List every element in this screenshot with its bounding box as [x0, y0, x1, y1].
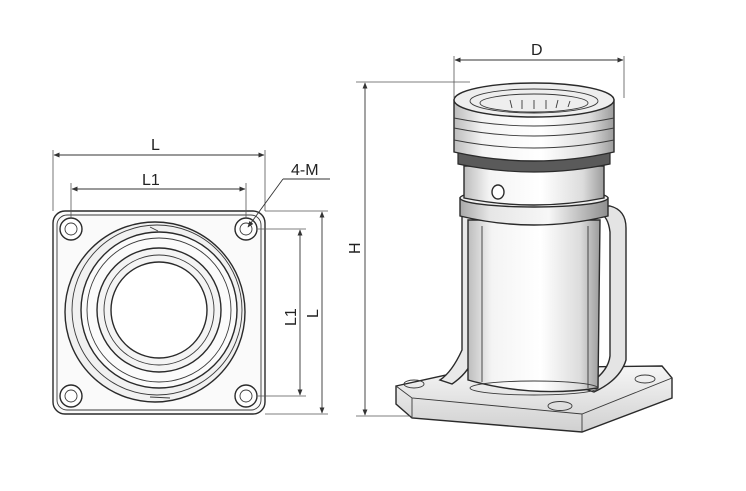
side-view: D H [347, 42, 673, 433]
dim-front-L1-side: L1 [258, 228, 306, 397]
dim-label-L1-top: L1 [142, 172, 160, 189]
dim-front-L-side: L [265, 210, 328, 415]
hole-callout: 4-M [247, 162, 330, 228]
side-coupling-head [453, 82, 615, 162]
dim-label-D: D [531, 42, 543, 59]
front-body-rings [64, 221, 246, 403]
side-pin [491, 184, 505, 200]
hole-bottom-right [234, 384, 258, 408]
front-bore [110, 261, 208, 359]
hole-top-right [234, 217, 258, 241]
side-cylinder [467, 219, 601, 396]
side-collar [459, 165, 609, 226]
dim-side-D: D [453, 42, 625, 98]
dim-front-L-top: L [52, 137, 266, 211]
dim-front-L1-top: L1 [70, 172, 247, 218]
hole-callout-label: 4-M [291, 162, 319, 179]
dim-label-L-top: L [151, 137, 160, 154]
front-view: L L1 4-M L1 L [52, 137, 330, 415]
dim-label-L-side: L [305, 309, 322, 318]
dim-label-L1-side: L1 [283, 308, 300, 326]
hole-top-left [59, 217, 83, 241]
dim-side-H: H [347, 81, 470, 417]
dim-label-H: H [347, 242, 364, 254]
contact-pins [509, 99, 571, 109]
hole-bottom-left [59, 384, 83, 408]
